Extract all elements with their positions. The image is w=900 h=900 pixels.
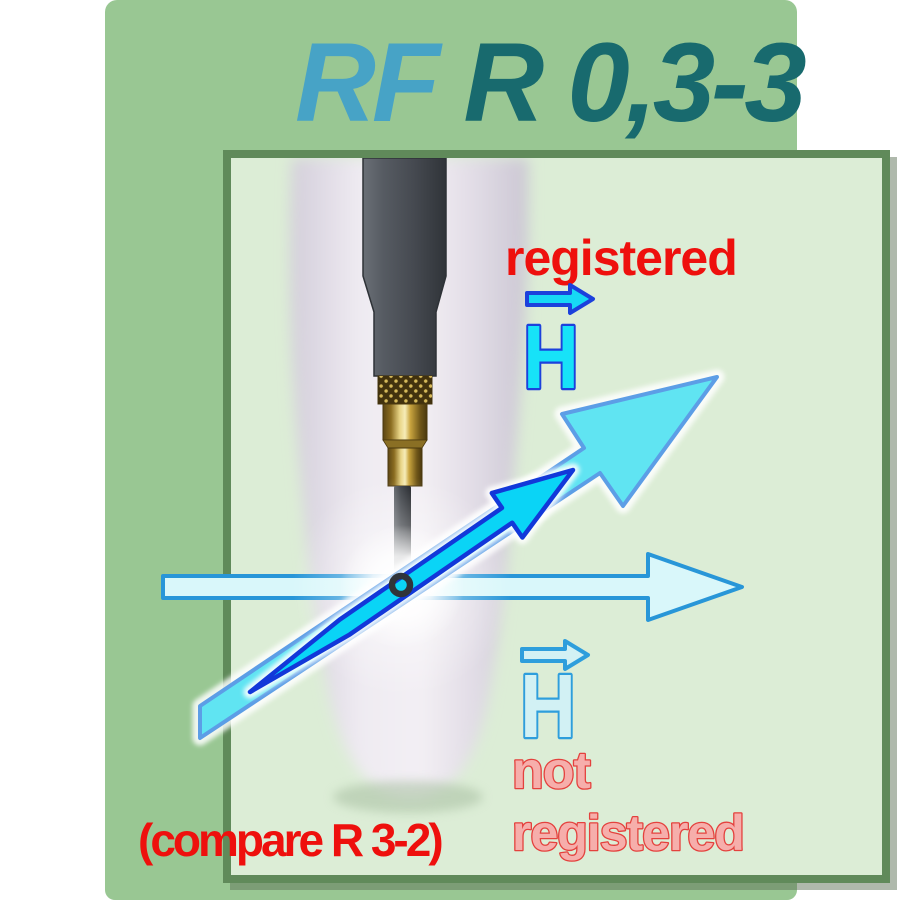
probe-body	[362, 158, 447, 377]
vector-arrow-icon-not-registered	[520, 639, 590, 671]
probe-photo-shadow	[333, 781, 483, 813]
title-series: RF	[295, 20, 440, 145]
h-field-symbol-registered: H	[523, 308, 579, 408]
probe-loop-tip	[388, 572, 414, 598]
probe-brass-connector	[382, 403, 428, 441]
compare-note: (compare R 3-2)	[138, 814, 442, 866]
product-card: RF R 0,3-3	[105, 0, 890, 900]
page-title: RF R 0,3-3	[295, 24, 807, 142]
not-registered-label-line2: registered	[512, 805, 744, 861]
vector-arrow-icon-registered	[525, 283, 595, 315]
h-field-symbol-not-registered: H	[520, 657, 576, 757]
probe-brass-chamfer	[382, 439, 428, 449]
registered-label: registered	[505, 230, 737, 286]
probe-knurled-ring-texture	[378, 376, 432, 404]
not-registered-label-line1: not	[512, 742, 591, 800]
title-model: R 0,3-3	[463, 20, 806, 145]
